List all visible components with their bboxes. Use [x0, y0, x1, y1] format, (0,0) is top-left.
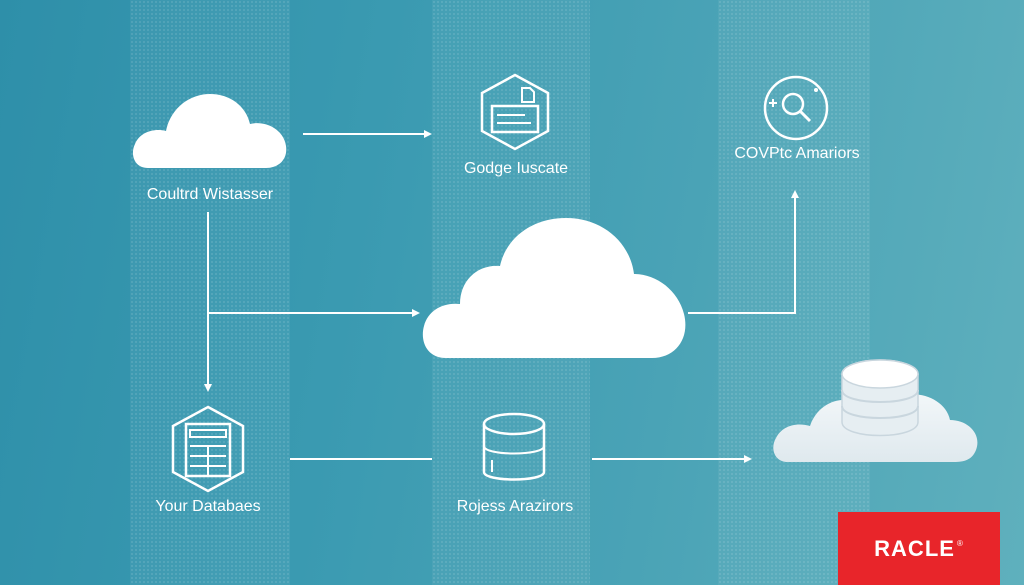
document-hexagon-icon — [480, 73, 550, 151]
source-cloud-icon — [132, 94, 287, 168]
document-label: Godge Iuscate — [463, 160, 569, 177]
database-hexagon-icon — [171, 405, 245, 493]
analytics-magnifier-icon — [763, 75, 829, 141]
registered-mark: ® — [956, 539, 964, 548]
analytics-label: COVPtc Amariors — [734, 145, 860, 162]
brand-logo: RACLE® — [838, 512, 1000, 585]
cloud-database-icon — [773, 359, 978, 462]
brand-logo-text: RACLE — [874, 535, 955, 561]
storage-label: Rojess Arazirors — [456, 498, 574, 515]
arrow-central-to-analytics — [688, 190, 799, 314]
database-label: Your Databaes — [155, 498, 261, 515]
central-cloud-icon — [422, 218, 686, 358]
source-cloud-label: Coultrd Wistasser — [146, 186, 274, 203]
storage-cylinder-icon — [482, 412, 546, 481]
